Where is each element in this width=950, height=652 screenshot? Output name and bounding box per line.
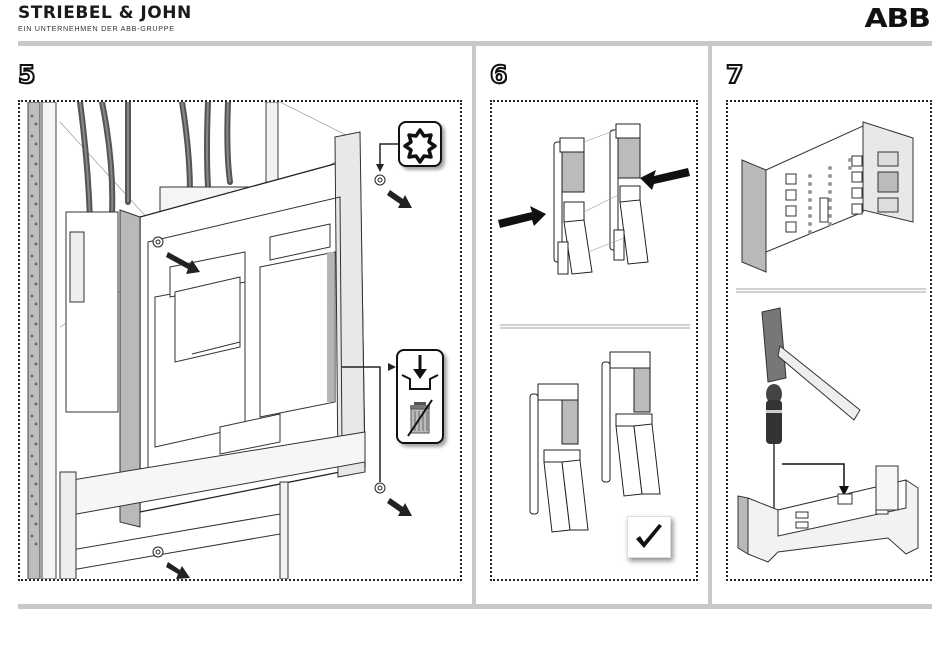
torx-bit-icon	[403, 128, 437, 164]
clip-assembled-left	[529, 383, 589, 533]
keep-parts-tray-icon	[401, 355, 439, 390]
screw-bottom-right	[374, 482, 386, 494]
brand-name: STRIEBEL & JOHN	[18, 3, 192, 23]
step-5-illustration	[27, 102, 412, 579]
knockout-pointer	[782, 463, 845, 490]
step-number-6: 6	[489, 60, 508, 89]
leader-torx	[379, 143, 402, 168]
step-6-bottom-illustration	[529, 351, 661, 533]
arrow-out-bottom-right	[387, 498, 412, 516]
step-7-frame	[726, 100, 932, 581]
clip-left	[553, 137, 593, 275]
abb-logo: ABB	[864, 4, 931, 34]
arrow-out-top-right	[387, 190, 412, 208]
knockout-illustration	[737, 307, 919, 563]
clip-assembled-right	[601, 351, 661, 497]
no-trash-icon	[407, 399, 433, 437]
store-parts-callout	[396, 349, 444, 444]
divider-5-6	[472, 41, 476, 609]
step-7-separator	[736, 288, 926, 293]
step-6-top-illustration	[498, 123, 690, 275]
arrow-out-top-left	[166, 252, 200, 274]
divider-6-7	[708, 41, 712, 609]
leader-store	[342, 366, 381, 482]
arrow-out-bottom-left	[166, 562, 190, 579]
screw-top-left	[152, 236, 164, 248]
arrow-push-right	[498, 206, 546, 228]
screw-bottom-left	[152, 546, 164, 558]
check-icon	[636, 524, 662, 548]
step-number-5: 5	[17, 60, 36, 89]
arrow-push-left	[640, 168, 690, 190]
step-number-7: 7	[725, 60, 744, 89]
step-5-frame	[18, 100, 462, 581]
screw-top-right	[374, 174, 386, 186]
base-frame-illustration	[741, 121, 914, 273]
hammer-icon	[761, 307, 861, 421]
torx-callout	[398, 121, 442, 167]
confirmation-box	[627, 516, 671, 558]
screwdriver-icon	[766, 384, 782, 508]
clip-right	[609, 123, 649, 265]
rack-rail-right	[265, 102, 279, 183]
rack-rail-left	[27, 102, 41, 579]
step-6-frame	[490, 100, 698, 581]
step-6-separator	[500, 324, 690, 329]
brand-tagline: EIN UNTERNEHMEN DER ABB-GRUPPE	[18, 24, 175, 33]
